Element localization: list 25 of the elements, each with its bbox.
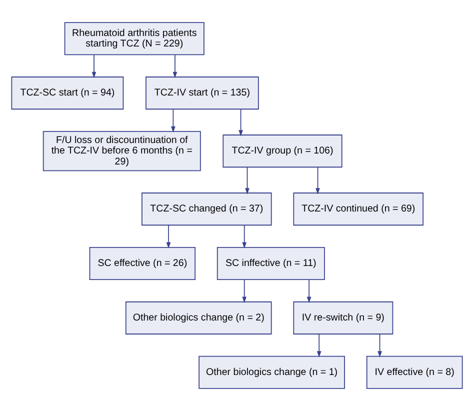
node-box: Other biologics change (n = 2) [125,300,272,334]
arrow [378,333,382,357]
node-box: TCZ-IV continued (n = 69) [293,192,424,226]
node-box: SC effective (n = 26) [89,246,196,280]
node-box: IV effective (n = 8) [366,355,463,388]
arrow [172,54,178,78]
node-box: TCZ-SC start (n = 94) [11,76,124,110]
node-box: TCZ-IV start (n = 135) [146,76,259,110]
arrow [245,166,250,194]
arrow [316,166,320,194]
node-box: Rheumatoid arthritis patients starting TCZ (N = 229) [64,22,204,55]
arrow [238,108,243,136]
node-box: TCZ-IV group (n = 106) [222,134,342,168]
arrow [316,333,322,357]
node-box: IV re-switch (n = 9) [293,300,394,334]
arrow [166,224,171,248]
arrow [242,278,247,302]
arrow [92,54,96,78]
arrow [306,278,312,302]
arrow [171,108,176,132]
node-box: F/U loss or discountinuation of the TCZ-IV before 6 months (n = 29) [42,130,201,171]
node-box: TCZ-SC changed (n = 37) [142,192,272,226]
node-box: Other biologics change (n = 1) [198,355,345,388]
node-box: SC inffective (n = 11) [216,246,325,280]
arrow [242,224,247,248]
